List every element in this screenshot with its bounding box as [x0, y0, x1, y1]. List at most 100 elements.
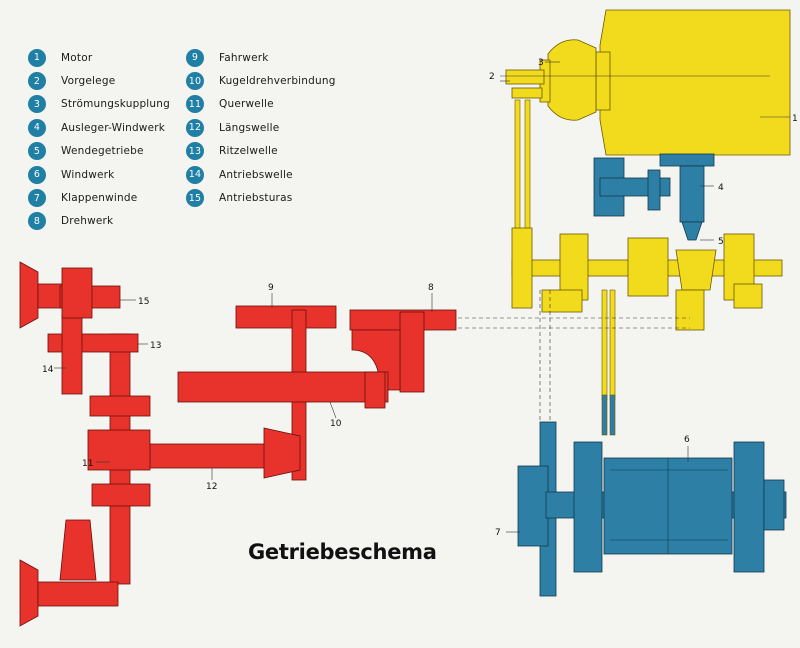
legend-number-badge: 13	[186, 142, 204, 161]
legend-number-badge: 3	[28, 95, 46, 114]
callout-leaders	[54, 61, 714, 533]
legend-number-badge: 11	[186, 95, 204, 114]
drive-tumbler-gear	[59, 519, 97, 581]
legend-label: Querwelle	[219, 98, 274, 111]
legend-item: 15 Antriebsturas	[186, 186, 336, 209]
hoist-winch	[517, 421, 787, 597]
callout-3: 3	[538, 58, 544, 68]
legend-label: Antriebsturas	[219, 192, 293, 205]
callout-10: 10	[330, 419, 342, 429]
callout-8: 8	[428, 283, 434, 293]
chain-strand	[601, 289, 608, 401]
chain-sprocket	[511, 227, 533, 309]
callout-4: 4	[718, 183, 724, 193]
callout-9: 9	[268, 283, 274, 293]
legend-label: Klappenwinde	[61, 192, 138, 205]
legend-number-badge: 7	[28, 189, 46, 208]
travel-and-slewing-drive	[19, 261, 457, 627]
callout-5: 5	[718, 237, 724, 247]
drive-shaft-14	[61, 313, 83, 395]
diagram-title: Getriebeschema	[248, 540, 437, 564]
travel-gear-housing	[235, 305, 337, 329]
motor-assembly	[505, 9, 791, 156]
legend-label: Längswelle	[219, 121, 280, 134]
chain-strand	[609, 289, 616, 401]
pinion-shaft-13	[47, 333, 139, 353]
legend-label: Motor	[61, 51, 93, 64]
winch-gear-housing	[573, 441, 603, 573]
callout-7: 7	[495, 528, 501, 538]
reversing-gear	[511, 227, 783, 331]
legend-number-badge: 14	[186, 165, 204, 184]
legend-label: Ausleger-Windwerk	[61, 121, 166, 134]
winch-drum-lines	[610, 458, 728, 554]
connection-dashes	[458, 290, 690, 422]
chain-strand	[524, 99, 531, 236]
legend-item: 12 Längswelle	[186, 116, 336, 139]
callout-1: 1	[792, 114, 798, 124]
slewing-pinion	[399, 311, 425, 393]
legend-label: Drehwerk	[61, 215, 114, 228]
legend-number-badge: 15	[186, 189, 204, 208]
callout-6: 6	[684, 435, 690, 445]
legend-number-badge: 1	[28, 48, 46, 67]
winch-end-bearing	[763, 479, 785, 531]
motor-block	[599, 9, 791, 156]
legend-item: 13 Ritzelwelle	[186, 140, 336, 163]
drive-tumbler-hub	[37, 283, 63, 309]
legend-label: Ritzelwelle	[219, 145, 278, 158]
countershaft-gear	[505, 69, 545, 85]
legend-number-badge: 10	[186, 72, 204, 91]
cross-shaft-gear	[91, 483, 151, 507]
drive-tumbler-bottom	[19, 559, 39, 627]
chain-drive	[514, 99, 616, 436]
winch-top-bar	[659, 153, 715, 167]
legend-number-badge: 2	[28, 72, 46, 91]
callout-2: 2	[489, 72, 495, 82]
chain-strand	[514, 99, 521, 236]
boom-winch	[593, 153, 715, 241]
clutch-drum	[627, 237, 669, 297]
drive-tumbler-top	[19, 261, 39, 329]
winch-bevel	[681, 221, 703, 241]
legend-number-badge: 12	[186, 118, 204, 137]
legend-item: 7 Klappenwinde	[28, 186, 170, 209]
legend-label: Fahrwerk	[219, 51, 269, 64]
motor-flange	[595, 51, 611, 111]
drive-tumbler-shaft	[37, 581, 119, 607]
callout-12: 12	[206, 482, 217, 492]
callout-15: 15	[138, 297, 149, 307]
legend-number-badge: 8	[28, 212, 46, 231]
legend-number-badge: 9	[186, 48, 204, 67]
output-pinion	[675, 289, 705, 331]
flap-winch-drum	[517, 465, 549, 547]
countershaft-lower-gear	[511, 87, 543, 99]
legend-number-badge: 5	[28, 142, 46, 161]
longitudinal-shaft	[139, 443, 266, 469]
cross-shaft-gear	[89, 395, 151, 417]
legend-item: 1 Motor	[28, 46, 170, 69]
lower-gear	[541, 289, 583, 313]
chain-strand	[601, 394, 608, 436]
legend-number-badge: 6	[28, 165, 46, 184]
legend-label: Kugeldrehverbindung	[219, 75, 336, 88]
callout-14: 14	[42, 365, 54, 375]
winch-gearbox	[679, 165, 705, 223]
winch-brake-housing	[733, 441, 765, 573]
cross-shaft-gear	[87, 429, 151, 471]
legend-item: 11 Querwelle	[186, 93, 336, 116]
clutch-drum	[559, 233, 589, 301]
callout-11: 11	[82, 459, 93, 469]
legend-item: 8 Drehwerk	[28, 210, 170, 233]
brake-housing	[733, 283, 763, 309]
fluid-coupling	[547, 39, 597, 121]
legend-column-right: 9 Fahrwerk 10 Kugeldrehverbindung 11 Querwe…	[186, 46, 336, 210]
